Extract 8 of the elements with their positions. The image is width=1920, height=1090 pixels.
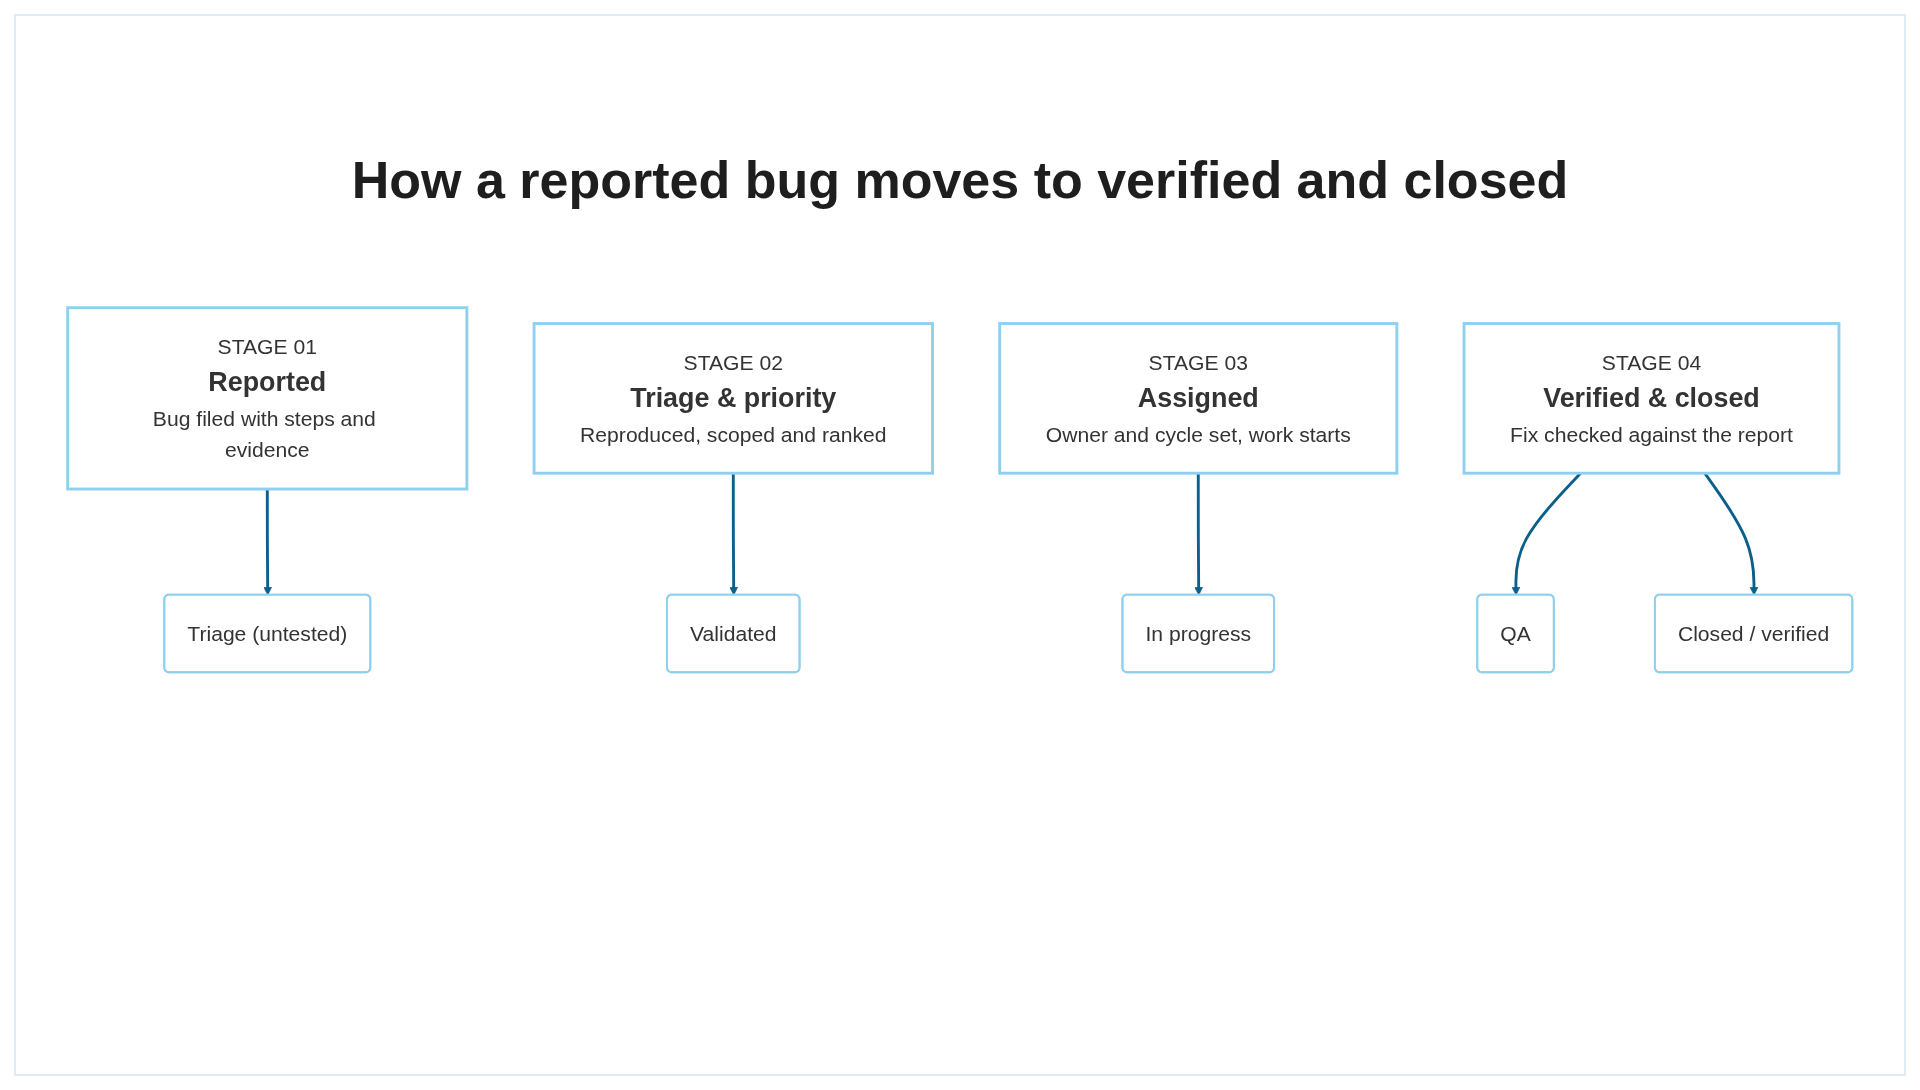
- node-box: STAGE 04 Verified & closed Fix checked against the report: [1462, 322, 1841, 475]
- arrow: [729, 473, 738, 596]
- title: How a reported bug moves to verified and closed: [350, 150, 1570, 210]
- node-box: STAGE 01 Reported Bug filed with steps and evidence: [66, 306, 469, 491]
- node-box: STAGE 02 Triage & priority Reproduced, scoped and ranked: [532, 322, 934, 475]
- arrow: [263, 489, 272, 596]
- arrow: [1194, 473, 1203, 596]
- node-box: STAGE 03 Assigned Owner and cycle set, work starts: [998, 322, 1399, 475]
